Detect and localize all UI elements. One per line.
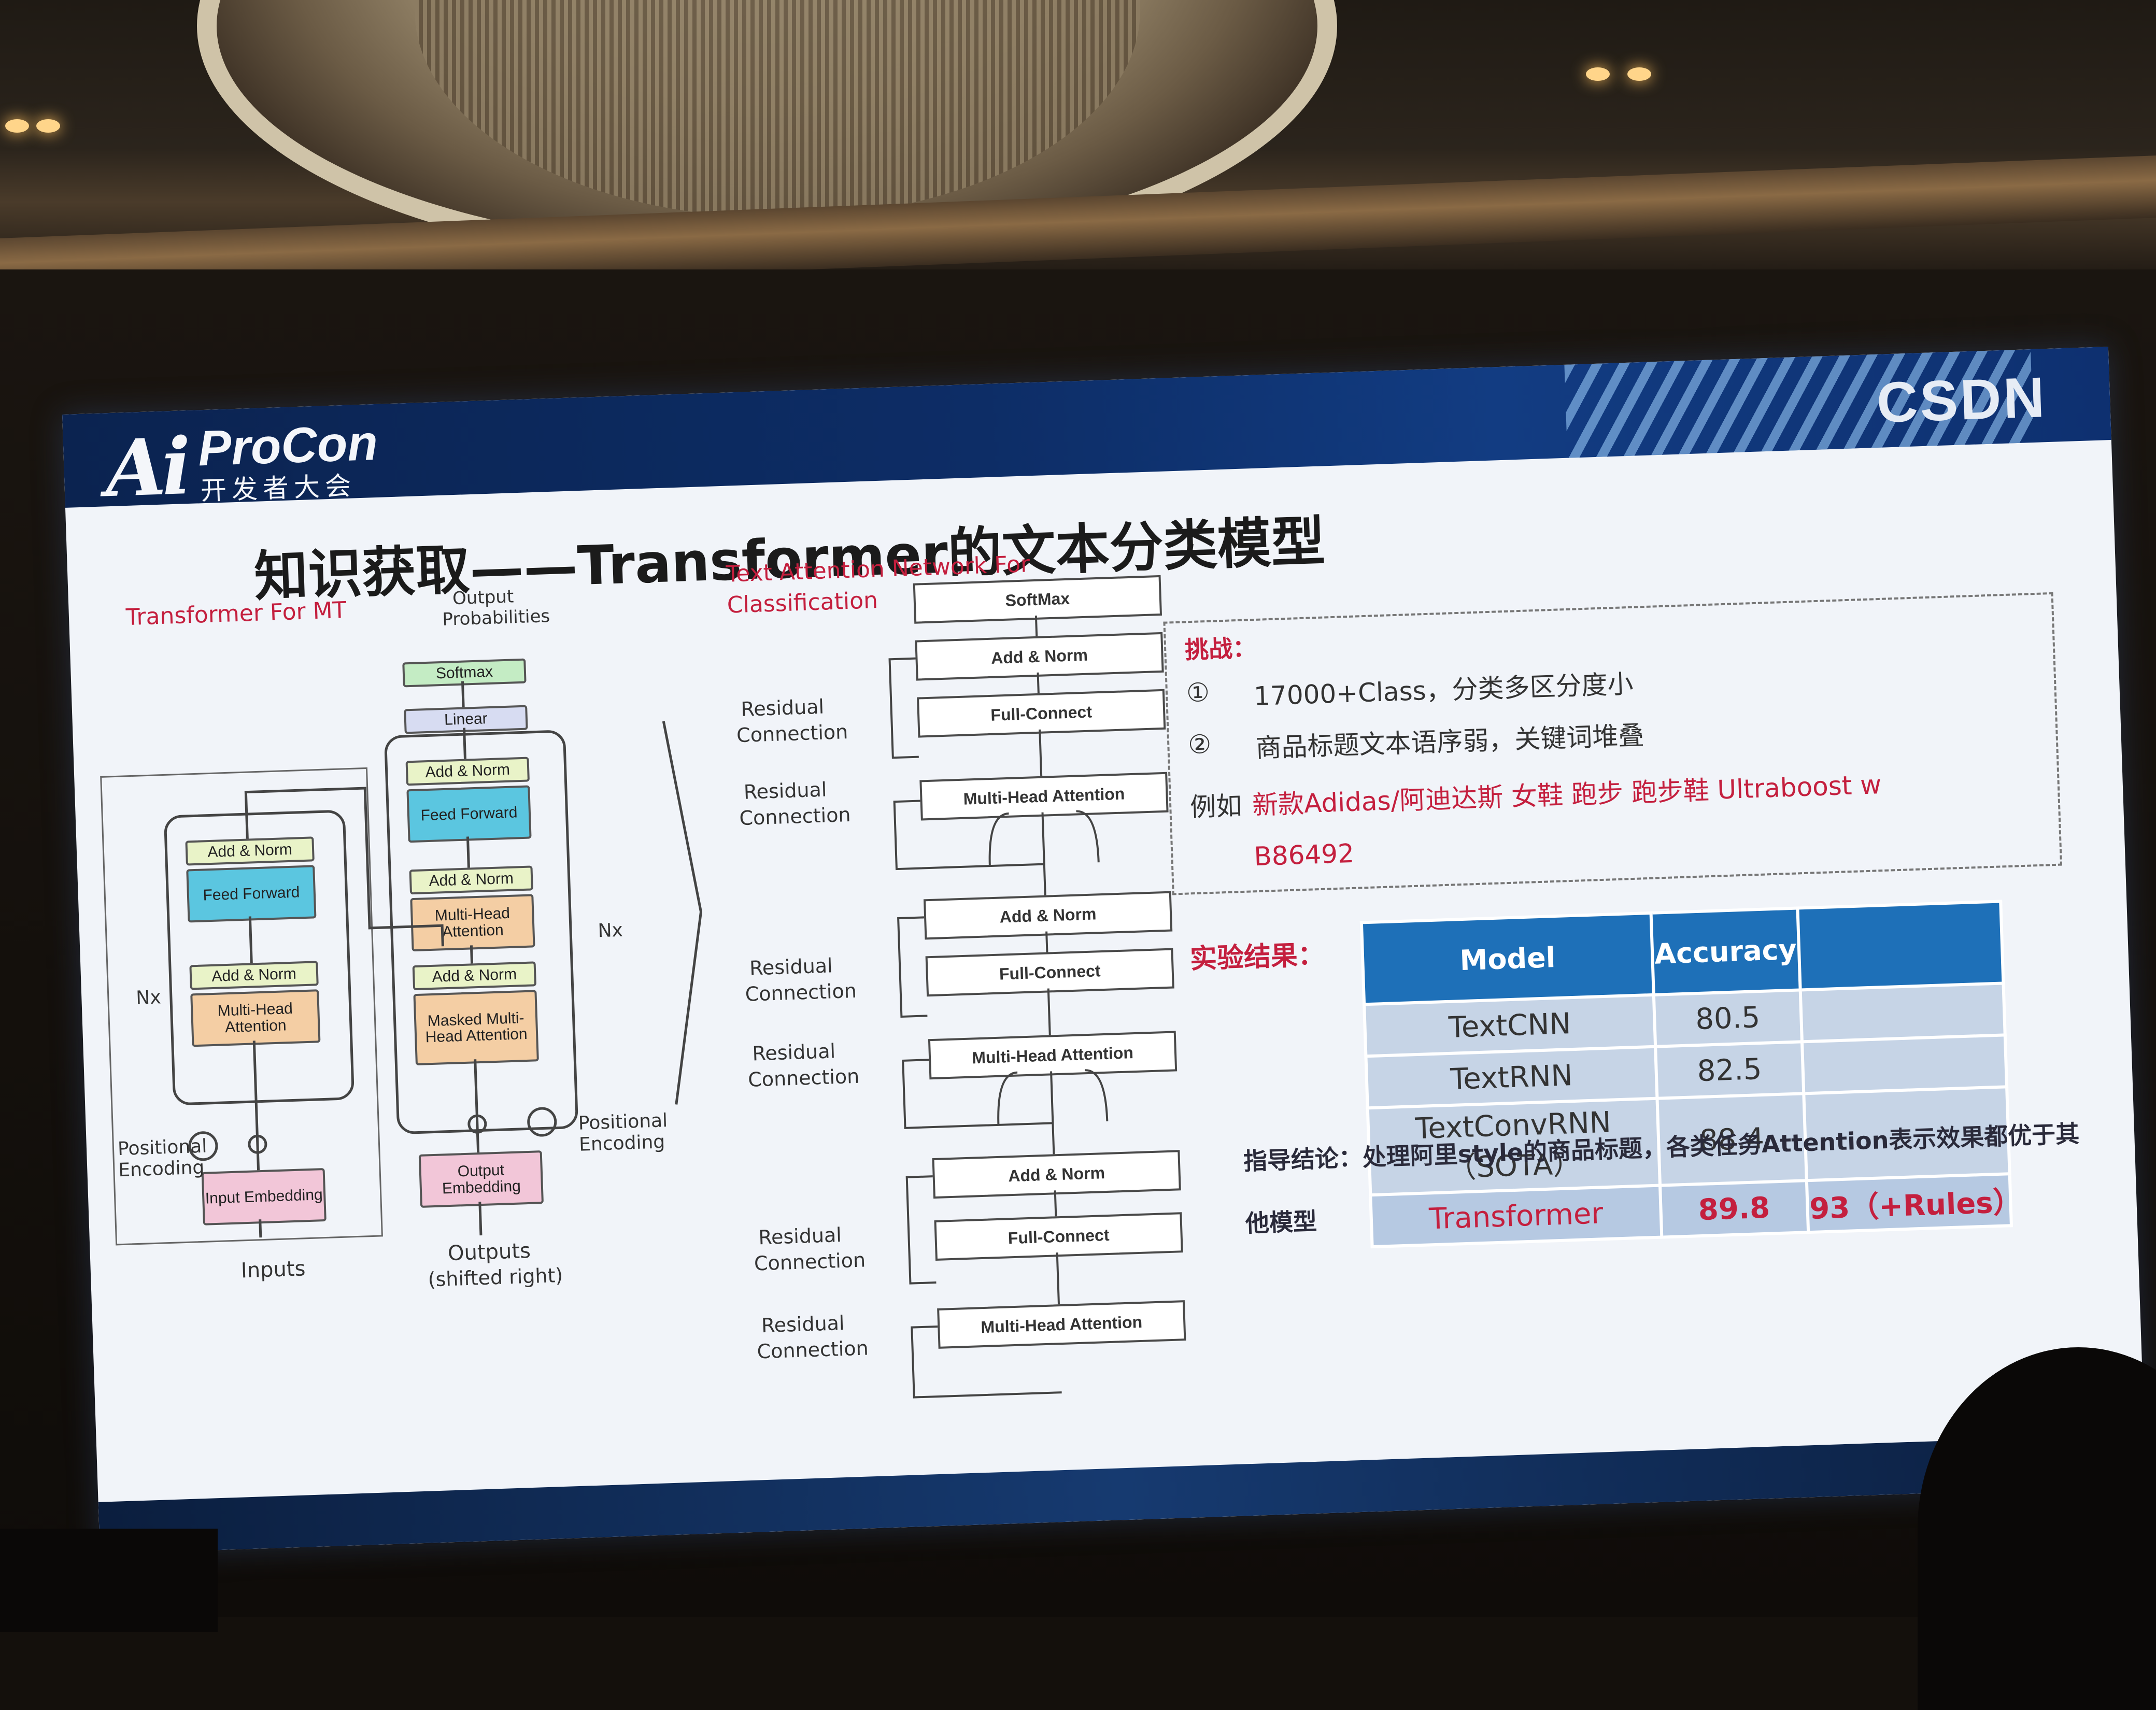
challenge-item1-marker: ① <box>1186 677 1210 708</box>
header-model: Model <box>1361 913 1654 1005</box>
left-diagram-arrows <box>188 681 703 1238</box>
challenge-heading: 挑战： <box>1184 633 1257 664</box>
accuracy-cell: 80.5 <box>1653 990 1802 1047</box>
conclusion-line2: 他模型 <box>1245 1207 1317 1238</box>
extra-cell <box>1800 983 2005 1042</box>
extra-cell: 93（+Rules） <box>1806 1174 2023 1233</box>
extra-cell <box>1802 1035 2007 1094</box>
header-extra <box>1797 901 2004 990</box>
accuracy-cell: 89.8 <box>1660 1180 1808 1237</box>
example-code: B86492 <box>1253 838 1355 872</box>
model-cell: TextCNN <box>1364 994 1656 1057</box>
projection-screen: Ai ProCon 开发者大会 CSDN 知识获取——Transformer的文… <box>62 347 2146 1554</box>
ceiling-light <box>36 119 60 133</box>
ceiling-light <box>1627 67 1651 81</box>
header-accuracy: Accuracy <box>1651 908 1800 995</box>
ceiling-light <box>1586 67 1610 81</box>
right-diagram-arrows <box>888 615 1109 1399</box>
challenge-item2-marker: ② <box>1187 729 1212 760</box>
model-cell: TextRNN <box>1366 1046 1657 1108</box>
results-label: 实验结果： <box>1189 939 1325 975</box>
ceiling-light <box>5 119 29 133</box>
example-prefix: 例如 <box>1189 790 1243 823</box>
csdn-logo: CSDN <box>1876 365 2048 435</box>
results-table: Model Accuracy TextCNN 80.5 TextRNN 82.5… <box>1360 900 2023 1248</box>
foreground-shadow <box>0 1529 218 1632</box>
model-cell: Transformer <box>1370 1185 1662 1247</box>
accuracy-cell: 82.5 <box>1655 1042 1804 1099</box>
